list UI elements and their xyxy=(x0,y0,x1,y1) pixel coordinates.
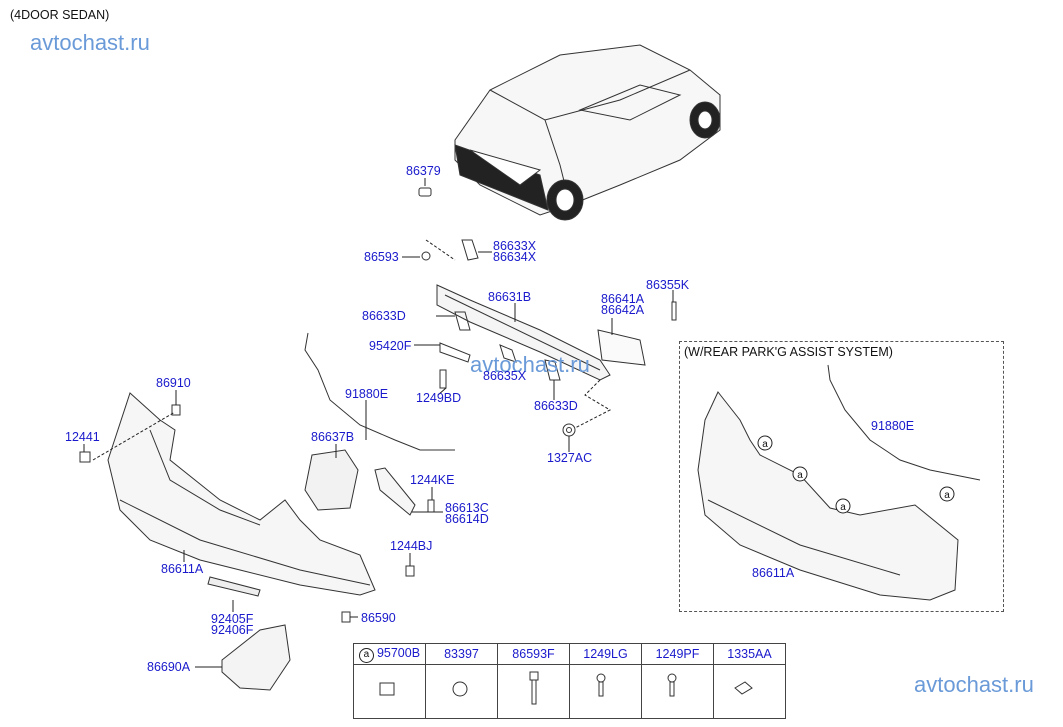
callout-92405F[interactable]: 92405F xyxy=(211,612,254,626)
screw-icon xyxy=(569,664,642,719)
clip-86633D xyxy=(454,311,471,331)
callout-1244BJ[interactable]: 1244BJ xyxy=(390,539,433,553)
callout-1249BD[interactable]: 1249BD xyxy=(416,391,462,405)
bracket-86637B xyxy=(304,449,359,511)
callout-86690A[interactable]: 86690A xyxy=(147,660,191,674)
callout-86637B[interactable]: 86637B xyxy=(311,430,355,444)
inset-ref-text: a xyxy=(944,490,950,501)
parts-header-2[interactable]: 86593F xyxy=(497,643,570,665)
parts-header-3[interactable]: 1249LG xyxy=(569,643,642,665)
callout-86633D[interactable]: 86633D xyxy=(362,309,406,323)
inset-callout-91880E[interactable]: 91880E xyxy=(871,419,915,433)
variant-title: (4DOOR SEDAN) xyxy=(10,8,110,22)
bracket-86613C xyxy=(374,467,416,516)
clip-86633X xyxy=(461,239,479,261)
callout-86635X[interactable]: 86635X xyxy=(483,369,527,383)
callout-86633D-b[interactable]: 86633D xyxy=(534,399,578,413)
watermark: avtochast.ru xyxy=(30,30,150,55)
callout-86633X[interactable]: 86633X xyxy=(493,239,537,253)
callout-86642A[interactable]: 86642A xyxy=(601,303,645,317)
ref-marker-a: a xyxy=(358,647,374,663)
plug-part xyxy=(418,187,432,197)
harness-91880E xyxy=(304,332,455,451)
plug-circle-icon xyxy=(425,664,498,719)
parts-header-1[interactable]: 83397 xyxy=(425,643,498,665)
callout-86614D[interactable]: 86614D xyxy=(445,512,489,526)
clip-86635X xyxy=(499,344,517,363)
inset-ref-text: a xyxy=(840,502,846,513)
watermark: avtochast.ru xyxy=(914,672,1034,697)
screw-icon xyxy=(641,664,714,719)
sensor-bracket-95420F xyxy=(439,342,471,363)
callout-86593[interactable]: 86593 xyxy=(364,250,399,264)
callout-1327AC[interactable]: 1327AC xyxy=(547,451,593,465)
clip-icon xyxy=(713,664,786,719)
inset-art xyxy=(697,364,981,601)
inset-ref-text: a xyxy=(762,439,768,450)
nut-part xyxy=(562,423,576,437)
watermark: avtochast.ru xyxy=(470,352,590,377)
undercover-part xyxy=(221,624,291,691)
parts-header-4[interactable]: 1249PF xyxy=(641,643,714,665)
callout-86641A[interactable]: 86641A xyxy=(601,292,645,306)
callout-92406F[interactable]: 92406F xyxy=(211,623,254,637)
long-bolt-icon xyxy=(497,664,570,719)
leader-lines xyxy=(83,178,674,668)
callout-86631B[interactable]: 86631B xyxy=(488,290,532,304)
reflector-part xyxy=(207,576,261,597)
callout-1244KE[interactable]: 1244KE xyxy=(410,473,455,487)
clip-86633D-b xyxy=(544,359,561,381)
callout-95420F[interactable]: 95420F xyxy=(369,339,412,353)
callout-86611A[interactable]: 86611A xyxy=(161,562,204,576)
bumper-part xyxy=(107,392,376,596)
callout-91880E[interactable]: 91880E xyxy=(345,387,389,401)
inset-callout-86611A[interactable]: 86611A xyxy=(752,566,795,580)
inset-ref-markers xyxy=(757,435,955,514)
part-number: 95700B xyxy=(376,645,421,660)
callout-86379[interactable]: 86379 xyxy=(406,164,441,178)
callout-86634X[interactable]: 86634X xyxy=(493,250,537,264)
car-illustration xyxy=(454,44,721,221)
inset-parking-assist xyxy=(679,341,1004,612)
inset-title: (W/REAR PARK'G ASSIST SYSTEM) xyxy=(684,345,893,359)
callout-86355K[interactable]: 86355K xyxy=(646,278,690,292)
parts-header-5[interactable]: 1335AA xyxy=(713,643,786,665)
callout-86613C[interactable]: 86613C xyxy=(445,501,489,515)
bracket-part xyxy=(597,329,646,366)
clip-nut-icon xyxy=(353,664,426,719)
callout-12441[interactable]: 12441 xyxy=(65,430,100,444)
callout-86590[interactable]: 86590 xyxy=(361,611,396,625)
inset-ref-text: a xyxy=(797,470,803,481)
callout-86910[interactable]: 86910 xyxy=(156,376,191,390)
